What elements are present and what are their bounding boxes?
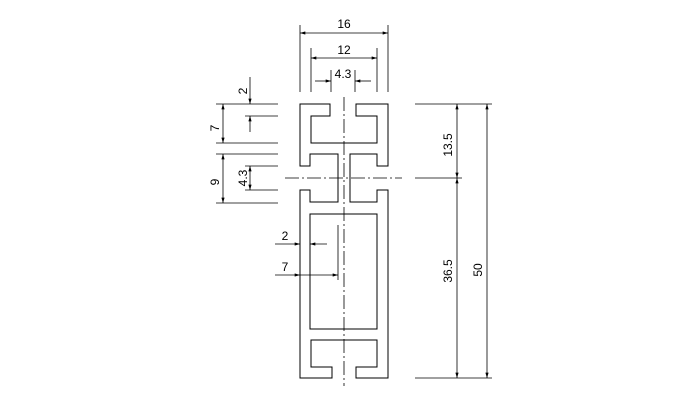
dim-top-slot-depth: 7 (208, 124, 222, 131)
dim-side-slot-opening: 4.3 (236, 169, 250, 186)
dim-center-to-bottom: 36.5 (441, 259, 455, 283)
dim-top-to-center: 13.5 (441, 133, 455, 157)
dim-width-outer: 16 (337, 17, 351, 31)
profile-outline (299, 103, 389, 379)
dim-total-height: 50 (471, 263, 485, 277)
dim-wall: 2 (282, 229, 289, 243)
dim-center-offset: 7 (282, 260, 289, 274)
dim-lip: 2 (236, 87, 250, 94)
dim-side-slot-height: 9 (208, 178, 222, 185)
inner-cavity (309, 213, 378, 330)
left-dimensions: 2 7 9 4.3 (208, 77, 278, 204)
dim-slot-opening: 4.3 (335, 67, 352, 81)
dim-width-inner: 12 (337, 43, 351, 57)
inner-dimensions: 2 7 (275, 225, 339, 280)
top-dimensions: 16 12 4.3 (299, 17, 389, 92)
right-dimensions: 13.5 36.5 50 (415, 103, 492, 379)
